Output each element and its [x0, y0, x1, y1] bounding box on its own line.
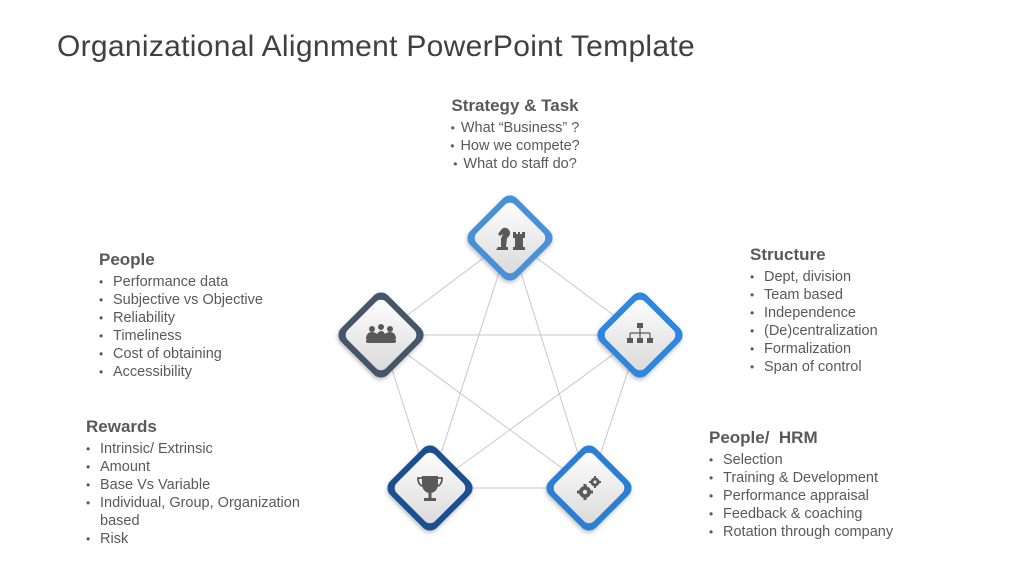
- page-title: Organizational Alignment PowerPoint Temp…: [57, 30, 695, 63]
- list-item: Independence: [750, 304, 878, 322]
- line-structure-rewards: [429, 334, 641, 489]
- list-item: Span of control: [750, 358, 878, 376]
- list-item: How we compete?: [415, 137, 615, 155]
- node-people: [338, 292, 424, 378]
- node-strategy: [467, 195, 553, 281]
- list-item: Formalization: [750, 340, 878, 358]
- list-item: Reliability: [99, 309, 263, 327]
- trophy-icon: [417, 476, 443, 501]
- list-item: Feedback & coaching: [709, 505, 893, 523]
- list-item: (De)centralization: [750, 322, 878, 340]
- structure-heading: Structure: [750, 245, 826, 264]
- strategy-block: Strategy & Task What “Business” ? How we…: [415, 96, 615, 173]
- list-item: Dept, division: [750, 268, 878, 286]
- list-item: What “Business” ?: [415, 119, 615, 137]
- hrm-block: People/ HRM Selection Training & Develop…: [709, 428, 893, 541]
- list-item: Base Vs Variable: [86, 476, 300, 494]
- list-item: Rotation through company: [709, 523, 893, 541]
- structure-block: Structure Dept, division Team based Inde…: [750, 245, 878, 376]
- list-item: Performance data: [99, 273, 263, 291]
- people-heading: People: [99, 250, 155, 269]
- list-item-continuation: based: [100, 513, 140, 529]
- org-chart-icon: [627, 323, 653, 343]
- list-item: Team based: [750, 286, 878, 304]
- list-item: Amount: [86, 458, 300, 476]
- list-item: Training & Development: [709, 469, 893, 487]
- node-hrm: [546, 445, 632, 531]
- strategy-list: What “Business” ? How we compete? What d…: [415, 119, 615, 173]
- hrm-list: Selection Training & Development Perform…: [709, 451, 893, 541]
- line-strategy-hrm: [509, 237, 590, 489]
- meeting-group-icon: [366, 324, 396, 343]
- list-item: Subjective vs Objective: [99, 291, 263, 309]
- node-rewards: [387, 445, 473, 531]
- list-item: Accessibility: [99, 363, 263, 381]
- line-strategy-rewards: [429, 237, 511, 489]
- line-people-hrm: [380, 334, 590, 489]
- strategy-heading: Strategy & Task: [451, 96, 579, 115]
- people-block: People Performance data Subjective vs Ob…: [99, 250, 263, 381]
- list-item: Cost of obtaining: [99, 345, 263, 363]
- list-item: Intrinsic/ Extrinsic: [86, 440, 300, 458]
- list-item: Risk: [86, 530, 300, 548]
- list-item: Selection: [709, 451, 893, 469]
- structure-list: Dept, division Team based Independence (…: [750, 268, 878, 376]
- hrm-heading: People/ HRM: [709, 428, 818, 447]
- list-item: Performance appraisal: [709, 487, 893, 505]
- list-item: Timeliness: [99, 327, 263, 345]
- people-list: Performance data Subjective vs Objective…: [99, 273, 263, 381]
- list-item: What do staff do?: [415, 155, 615, 173]
- list-item: Individual, Group, Organization: [86, 494, 300, 512]
- rewards-list: Intrinsic/ Extrinsic Amount Base Vs Vari…: [86, 440, 300, 548]
- chess-pieces-icon: [496, 227, 525, 250]
- rewards-block: Rewards Intrinsic/ Extrinsic Amount Base…: [86, 417, 300, 548]
- rewards-heading: Rewards: [86, 417, 157, 436]
- node-structure: [597, 292, 683, 378]
- gears-icon: [577, 476, 601, 500]
